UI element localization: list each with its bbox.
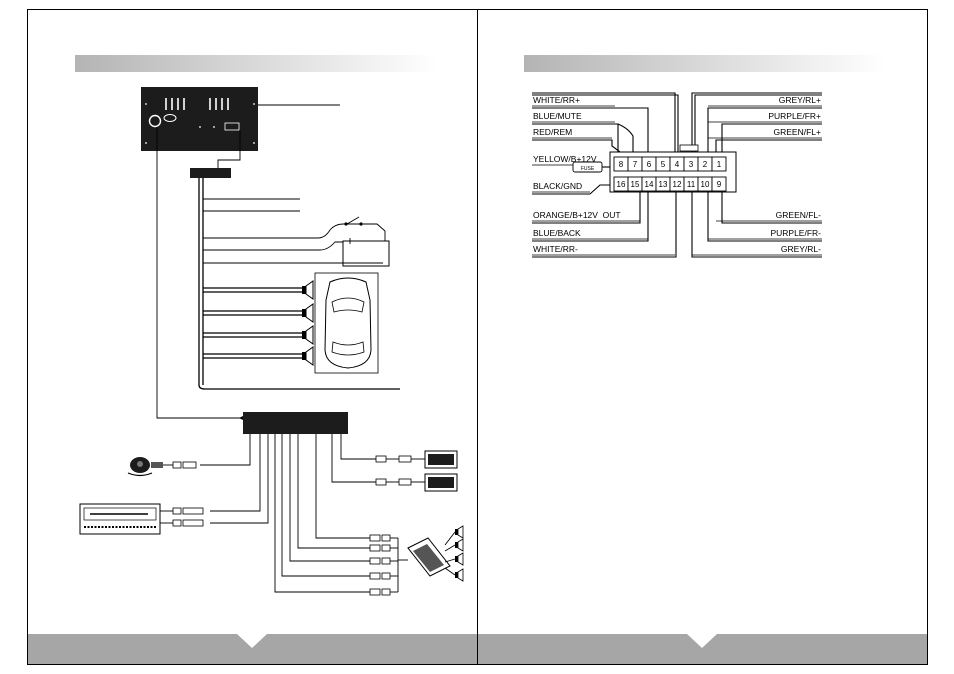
wire-label-yellow-b12v: YELLOW/B+12V — [533, 154, 597, 164]
wire-label-black-gnd: BLACK/GND — [533, 181, 582, 191]
pin-number: 7 — [633, 160, 638, 169]
harness-lead — [217, 130, 241, 170]
wire-label-grey-rl-plus: GREY/RL+ — [779, 95, 821, 105]
pin-number: 6 — [647, 160, 652, 169]
left-header-banner — [75, 55, 437, 72]
connector-latch — [679, 144, 699, 152]
wire-label-grey-rl-minus: GREY/RL- — [781, 244, 821, 254]
pinout-label-rules — [532, 105, 822, 256]
pin-number: 4 — [675, 160, 680, 169]
fuse-icon: FUSE — [572, 161, 603, 173]
right-page-frame — [477, 9, 928, 665]
pin-number: 15 — [631, 180, 640, 189]
speaker-icon — [302, 280, 314, 366]
rca-link-lines — [160, 458, 425, 593]
dvd-player-icon — [79, 503, 161, 535]
harness-trunk — [198, 178, 204, 385]
harness-branch-wires — [203, 198, 386, 264]
switch-icon — [344, 216, 363, 226]
wire-label-purple-fr-minus: PURPLE/FR- — [770, 228, 821, 238]
wire-label-green-fl-minus: GREEN/FL- — [776, 210, 822, 220]
right-header-banner — [524, 55, 886, 72]
left-pin-labels: WHITE/RR+ BLUE/MUTE RED/REM YELLOW/B+12V… — [533, 95, 621, 254]
wire-label-white-rr-plus: WHITE/RR+ — [533, 95, 580, 105]
right-pin-labels: GREY/RL+ PURPLE/FR+ GREEN/FL+ GREEN/FL- … — [768, 95, 821, 254]
battery-icon — [342, 238, 390, 267]
pin-number: 11 — [687, 180, 696, 189]
left-footer-bar — [28, 634, 477, 664]
pin-number: 1 — [717, 160, 722, 169]
wire-label-red-rem: RED/REM — [533, 127, 572, 137]
pin-number: 10 — [701, 180, 710, 189]
speaker-icon — [444, 525, 464, 582]
wire-label-blue-mute: BLUE/MUTE — [533, 111, 582, 121]
pin-cell — [711, 156, 727, 172]
wire-label-green-fl-plus: GREEN/FL+ — [774, 127, 822, 137]
wire-label-blue-back: BLUE/BACK — [533, 228, 581, 238]
harness-plug — [190, 168, 231, 178]
pin-number: 13 — [659, 180, 668, 189]
pin-number: 5 — [661, 160, 666, 169]
pin-number: 9 — [717, 180, 722, 189]
pin-number: 14 — [645, 180, 654, 189]
pin-number: 8 — [619, 160, 624, 169]
camera-icon — [127, 457, 163, 477]
pin-number: 12 — [673, 180, 682, 189]
av-cable-lead — [156, 127, 244, 419]
right-footer-bar — [478, 634, 927, 664]
fuse-label: FUSE — [581, 166, 595, 172]
speaker-wires — [203, 287, 302, 359]
wire-label-orange-b12v-out: ORANGE/B+12V OUT — [533, 210, 621, 220]
head-unit-rear-panel — [141, 87, 258, 151]
wire-label-white-rr-minus: WHITE/RR- — [533, 244, 578, 254]
harness-ground-run — [198, 384, 400, 390]
car-topview-icon — [314, 272, 379, 374]
pin-number: 3 — [689, 160, 694, 169]
connector-routing-wires — [532, 92, 822, 258]
av-interface-box — [243, 412, 348, 434]
rca-connector-icon — [172, 455, 412, 596]
pin-number: 2 — [703, 160, 708, 169]
av-box-cable-drops — [200, 434, 376, 593]
amplifier-icon — [407, 537, 451, 577]
pin-cell — [711, 176, 727, 192]
wire-label-purple-fr-plus: PURPLE/FR+ — [768, 111, 821, 121]
pin-number: 16 — [617, 180, 626, 189]
monitor-icon — [424, 450, 458, 492]
